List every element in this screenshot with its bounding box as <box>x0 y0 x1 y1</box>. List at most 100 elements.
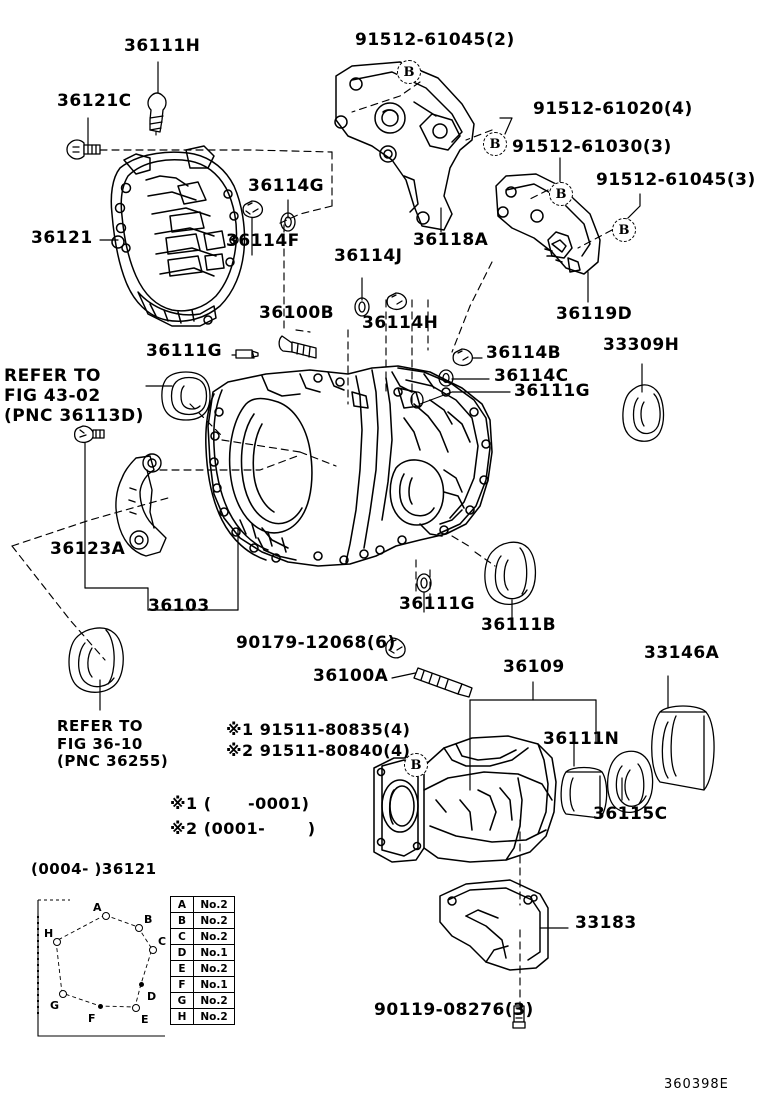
label-33146A: 33146A <box>644 643 720 663</box>
label-33183: 33183 <box>575 913 637 933</box>
label-91512-61045-2: 91512-61045(2) <box>355 30 515 50</box>
bubble-b-91512-61020-4: B <box>483 132 507 156</box>
bolt-pattern-title: (0004- )36121 <box>31 860 157 878</box>
part-36118A-bracket <box>334 61 475 231</box>
bolt-point-label-D: D <box>147 990 157 1003</box>
part-36111G-left-plug <box>235 349 259 359</box>
label-36115C: 36115C <box>593 804 668 824</box>
part-36114B-bolt <box>452 348 474 367</box>
bolt-point-B <box>135 924 143 932</box>
part-36100A-stud <box>413 667 473 698</box>
label-91512-61020-4: 91512-61020(4) <box>533 99 693 119</box>
part-36111H-plug <box>147 92 167 133</box>
bolt-key-cell: F <box>170 976 194 993</box>
label-36100A: 36100A <box>313 666 389 686</box>
bolt-key-cell: E <box>170 960 194 977</box>
bubble-b-91512-61030-3: B <box>549 182 573 206</box>
bolt-point-label-C: C <box>158 935 167 948</box>
part-90119-08276-bolt <box>512 1005 526 1029</box>
bolt-grade-cell: No.2 <box>192 912 236 929</box>
note-star1-range: ※1 ( -0001) <box>170 794 310 813</box>
assembly-dashed-lines <box>11 81 613 1013</box>
bolt-key-cell: D <box>170 944 194 961</box>
bolt-key-cell: G <box>170 992 194 1009</box>
part-36111B-oil-seal <box>484 541 537 605</box>
part-36111G-right-plug <box>410 391 424 409</box>
label-36119D: 36119D <box>556 304 633 324</box>
part-33183-bracket <box>439 879 549 971</box>
bolt-key-cell: C <box>170 928 194 945</box>
part-33146A-dust-deflector <box>651 705 715 791</box>
bolt-point-label-H: H <box>44 927 54 940</box>
label-36111G-mid: 36111G <box>399 594 476 614</box>
part-36123A-screw <box>73 425 105 444</box>
label-36121: 36121 <box>31 228 93 248</box>
bolt-point-label-F: F <box>88 1012 96 1025</box>
label-36100B: 36100B <box>259 303 335 323</box>
part-36114J-washer <box>354 297 370 317</box>
bolt-point-C <box>149 946 157 954</box>
bolt-grade-cell: No.2 <box>192 928 236 945</box>
bolt-grade-cell: No.2 <box>192 896 236 913</box>
bubble-b-91511: B <box>404 753 428 777</box>
diagram-footer-code: 360398E <box>664 1077 729 1092</box>
bolt-grade-cell: No.1 <box>192 944 236 961</box>
label-33309H: 33309H <box>603 335 680 355</box>
part-36119D-bracket <box>495 173 601 275</box>
note-star2-range: ※2 (0001- ) <box>170 819 316 838</box>
label-91512-61045-3: 91512-61045(3) <box>596 170 756 190</box>
part-36111G-mid-plug <box>416 573 432 593</box>
label-36111G-left: 36111G <box>146 341 223 361</box>
part-36111N-bushing <box>560 766 608 819</box>
bubble-b-91512-61045-3: B <box>612 218 636 242</box>
bolt-grade-cell: No.2 <box>192 992 236 1009</box>
label-90119-08276-3: 90119-08276(3) <box>374 1000 534 1020</box>
part-36115C-bearing <box>606 750 654 813</box>
bolt-grade-cell: No.2 <box>192 960 236 977</box>
label-36103: 36103 <box>148 596 210 616</box>
part-36121-clutch-housing <box>110 145 246 327</box>
label-36111B: 36111B <box>481 615 557 635</box>
part-36113D-oil-seal <box>161 371 211 421</box>
note-star2-part: ※2 91511-80840(4) <box>226 741 411 760</box>
part-36109-extension-housing <box>373 735 557 863</box>
bolt-point-G <box>59 990 67 998</box>
bolt-point-F <box>97 1003 103 1009</box>
label-36114F: 36114F <box>226 231 300 251</box>
bubble-b-91512-61045-2: B <box>397 60 421 84</box>
part-36123A-clamp <box>115 453 167 557</box>
label-36109: 36109 <box>503 657 565 677</box>
bolt-point-H <box>53 938 61 946</box>
part-36100B-stud <box>278 335 317 359</box>
label-90179-12068-6: 90179-12068(6) <box>236 633 396 653</box>
bolt-point-D <box>138 981 144 987</box>
label-36111G-right: 36111G <box>514 381 591 401</box>
label-36111N: 36111N <box>543 729 620 749</box>
bolt-point-label-B: B <box>144 913 153 926</box>
bolt-key-cell: A <box>170 896 194 913</box>
label-36111H: 36111H <box>124 36 201 56</box>
bolt-key-cell: B <box>170 912 194 929</box>
part-36103-transmission-case <box>205 365 493 567</box>
bolt-point-label-A: A <box>93 901 102 914</box>
part-36255-oil-seal <box>68 627 124 693</box>
part-36114H-bolt <box>386 292 408 311</box>
part-36121C-bolt <box>66 139 101 160</box>
label-36118A: 36118A <box>413 230 489 250</box>
leader-lines <box>77 61 669 929</box>
part-33309H-ring <box>622 384 665 442</box>
part-36114F-bolt <box>242 200 264 219</box>
label-36114C: 36114C <box>494 366 569 386</box>
note-star1-part: ※1 91511-80835(4) <box>226 720 411 739</box>
